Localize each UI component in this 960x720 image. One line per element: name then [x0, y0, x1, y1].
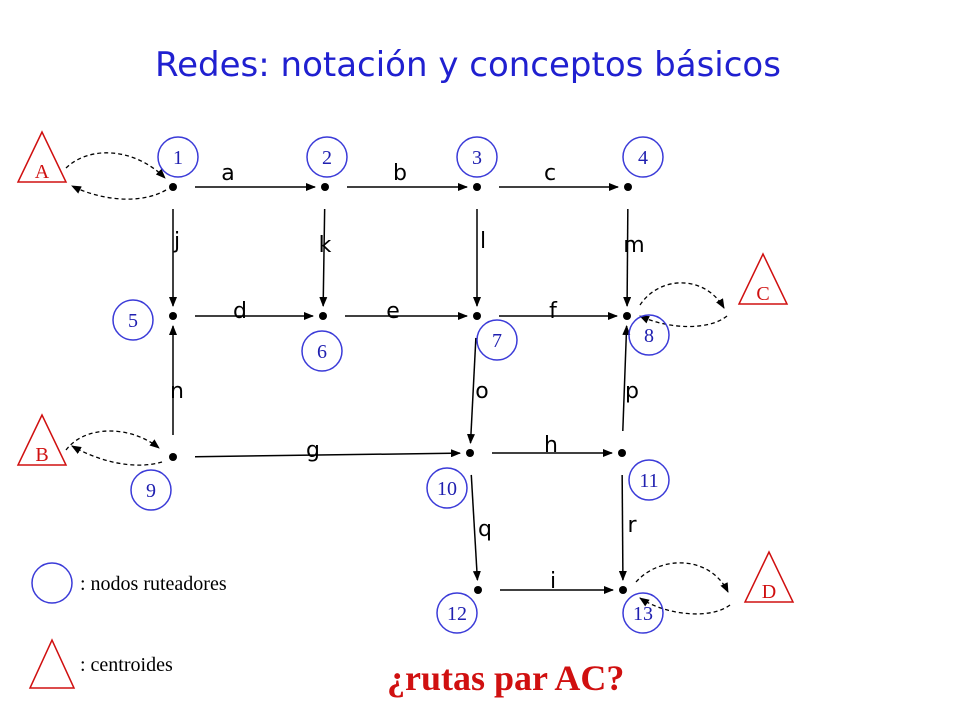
node-circle-10 — [426, 467, 468, 509]
node-label-13: 13 — [633, 603, 653, 625]
edge-label-h: h — [544, 433, 558, 458]
node-dot-5 — [169, 312, 177, 320]
edge-label-m: m — [623, 233, 644, 258]
centroid-triangle-D — [743, 550, 795, 603]
edge-label-d: d — [233, 299, 247, 324]
node-label-9: 9 — [146, 480, 156, 502]
node-circle-6 — [301, 330, 343, 372]
node-label-8: 8 — [644, 325, 654, 347]
edge-label-o: o — [475, 379, 488, 404]
page-title: Redes: notación y conceptos básicos — [155, 45, 781, 85]
node-circle-7 — [476, 319, 518, 361]
node-label-2: 2 — [322, 147, 332, 169]
node-dot-8 — [623, 312, 631, 320]
node-dot-10 — [466, 449, 474, 457]
edge-label-e: e — [386, 299, 400, 324]
connector-C-out — [639, 282, 725, 309]
connector-D-in — [639, 597, 731, 615]
centroids-layer: A B C D — [16, 130, 795, 603]
node-dot-11 — [618, 449, 626, 457]
node-label-3: 3 — [472, 147, 482, 169]
edge-g — [194, 449, 462, 458]
edge-m — [623, 208, 632, 308]
node-dot-1 — [169, 183, 177, 191]
node-label-7: 7 — [492, 330, 502, 352]
centroid-connectors-layer — [65, 152, 731, 615]
edges-layer: a b c d e f g h i j k l m n o p q r — [169, 161, 645, 594]
centroid-label-D: D — [762, 581, 776, 603]
node-circle-2 — [306, 136, 348, 178]
node-dot-9 — [169, 453, 177, 461]
legend-circle-icon — [31, 562, 73, 604]
node-circle-12 — [436, 592, 478, 634]
edge-p — [622, 324, 631, 432]
centroid-label-B: B — [35, 444, 48, 466]
legend-circle-text: : nodos ruteadores — [80, 573, 227, 595]
edge-label-j: j — [173, 229, 180, 254]
connector-C-in — [639, 315, 728, 328]
edge-label-g: g — [306, 438, 320, 463]
edge-r — [618, 474, 627, 582]
node-label-5: 5 — [128, 310, 138, 332]
node-circle-3 — [456, 136, 498, 178]
edge-label-b: b — [393, 161, 407, 186]
edge-label-q: q — [478, 517, 492, 542]
node-label-4: 4 — [638, 147, 648, 169]
edge-k — [319, 208, 328, 308]
edge-label-r: r — [627, 513, 637, 538]
centroid-triangle-A — [16, 130, 68, 183]
node-dot-12 — [474, 586, 482, 594]
edge-label-k: k — [319, 233, 332, 258]
edge-label-l: l — [480, 229, 486, 254]
node-dot-13 — [619, 586, 627, 594]
node-circle-4 — [622, 136, 664, 178]
centroid-label-C: C — [756, 283, 769, 305]
node-label-11: 11 — [639, 470, 658, 492]
node-label-12: 12 — [447, 603, 467, 625]
node-circle-5 — [112, 299, 154, 341]
node-circle-8 — [628, 314, 670, 356]
node-circle-9 — [130, 469, 172, 511]
edge-label-f: f — [549, 299, 558, 324]
edge-o — [466, 337, 477, 445]
edge-label-p: p — [625, 379, 639, 404]
edge-label-a: a — [221, 161, 234, 186]
route-question: ¿rutas par AC? — [387, 658, 624, 698]
connector-D-out — [635, 562, 729, 593]
centroid-triangle-B — [16, 413, 68, 466]
node-dot-3 — [473, 183, 481, 191]
connector-B-in — [71, 445, 163, 466]
node-dot-4 — [624, 183, 632, 191]
edge-label-i: i — [550, 569, 556, 594]
node-label-6: 6 — [317, 341, 327, 363]
legend-triangle-text: : centroides — [80, 654, 173, 676]
edge-q — [470, 474, 481, 582]
edge-label-n: n — [170, 379, 184, 404]
legend-triangle-icon — [28, 638, 76, 689]
node-dot-2 — [321, 183, 329, 191]
centroid-label-A: A — [35, 161, 50, 183]
node-label-10: 10 — [437, 478, 457, 500]
connector-B-out — [65, 430, 160, 451]
node-dot-6 — [319, 312, 327, 320]
node-circle-13 — [622, 592, 664, 634]
connector-A-out — [65, 152, 166, 179]
edge-label-c: c — [544, 161, 556, 186]
centroid-triangle-C — [737, 252, 789, 305]
node-circle-1 — [157, 136, 199, 178]
node-circle-11 — [628, 459, 670, 501]
connector-A-in — [71, 185, 167, 200]
legend: : nodos ruteadores : centroides — [28, 562, 227, 689]
node-dot-7 — [473, 312, 481, 320]
node-label-1: 1 — [173, 147, 183, 169]
